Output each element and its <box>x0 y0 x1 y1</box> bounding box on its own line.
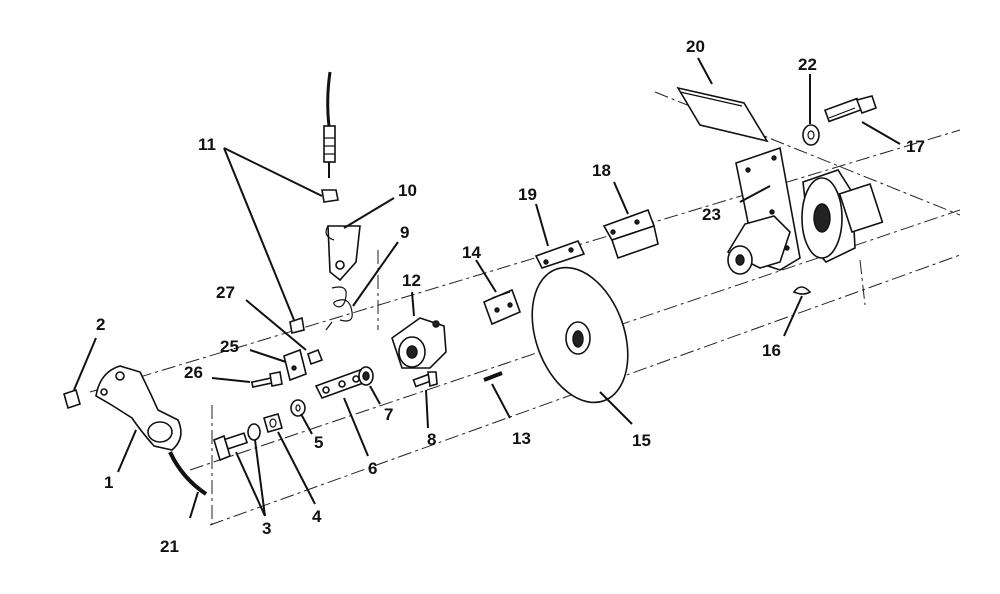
callout-5: 5 <box>314 433 323 452</box>
callout-26: 26 <box>184 363 203 382</box>
callout-23: 23 <box>702 205 721 224</box>
callout-15: 15 <box>632 431 651 450</box>
leader-lines <box>73 57 901 519</box>
callout-6: 6 <box>368 459 377 478</box>
callout-12: 12 <box>402 271 421 290</box>
callout-10: 10 <box>398 181 417 200</box>
part-4-nut <box>263 413 283 433</box>
part-1-lever-bracket <box>95 365 182 451</box>
part-15-disc <box>531 266 629 404</box>
part-27-nut <box>307 348 324 366</box>
callout-17: 17 <box>906 137 925 156</box>
part-10-bracket <box>325 225 361 282</box>
part-19-clip <box>534 240 586 269</box>
part-14-block <box>482 288 522 326</box>
part-12-cam <box>391 317 447 369</box>
callout-9: 9 <box>400 223 409 242</box>
part-2-nut <box>63 388 81 410</box>
part-17-bolt <box>823 95 878 123</box>
part-16-key <box>792 286 812 295</box>
callout-2: 2 <box>96 315 105 334</box>
callout-21: 21 <box>160 537 179 556</box>
callout-25: 25 <box>220 337 239 356</box>
callout-27: 27 <box>216 283 235 302</box>
callout-14: 14 <box>462 243 481 262</box>
callout-7: 7 <box>384 405 393 424</box>
callout-16: 16 <box>762 341 781 360</box>
callout-20: 20 <box>686 37 705 56</box>
callout-8: 8 <box>427 430 436 449</box>
callout-13: 13 <box>512 429 531 448</box>
part-21-cable <box>168 451 208 496</box>
part-11-cable-assembly <box>289 71 339 334</box>
part-20-decal <box>676 86 769 143</box>
callout-4: 4 <box>312 507 322 526</box>
part-5-lockwasher <box>290 399 306 417</box>
part-9-spring <box>325 286 353 331</box>
part-3-bolt <box>213 423 261 462</box>
callout-19: 19 <box>518 185 537 204</box>
part-18-clip <box>602 208 659 260</box>
hub-assembly <box>726 169 884 275</box>
callout-labels: 1 2 3 4 5 6 7 8 9 10 11 12 13 14 15 16 1… <box>96 37 925 556</box>
part-26-bolt <box>250 371 283 388</box>
part-7-bushing <box>358 366 374 386</box>
callout-1: 1 <box>104 473 113 492</box>
callout-11: 11 <box>198 135 216 154</box>
callout-3: 3 <box>262 519 271 538</box>
part-13-pin <box>483 371 503 382</box>
part-8-bolt <box>412 371 438 388</box>
part-25-clip <box>283 348 307 382</box>
callout-18: 18 <box>592 161 611 180</box>
part-22-washer <box>802 124 820 146</box>
callout-22: 22 <box>798 55 817 74</box>
